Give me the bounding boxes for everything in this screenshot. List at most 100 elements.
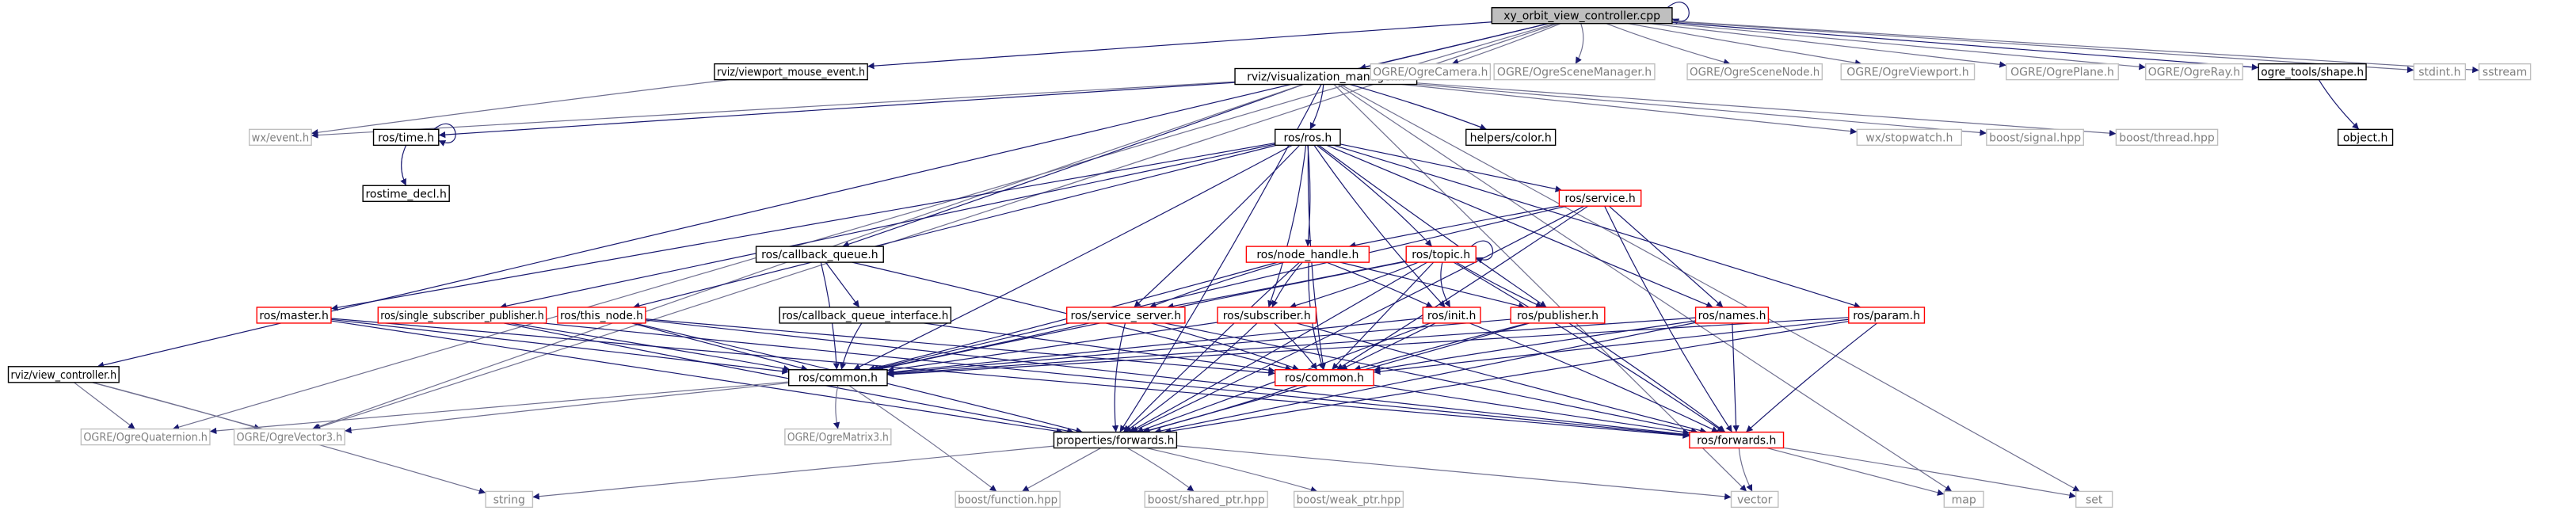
edge-param-to-common1 [886,317,1849,378]
node-label: ros/master.h [259,310,328,322]
edge-master-to-common1 [330,318,789,375]
node-label: OGRE/OgreViewport.h [1846,67,1968,79]
edge-rosros-to-publisher [1318,144,1547,308]
node-names[interactable]: ros/names.h [1694,307,1770,324]
node-oplane: OGRE/OgrePlane.h [2006,63,2119,81]
node-label: OGRE/OgreSceneManager.h [1497,67,1652,79]
node-box [787,369,888,387]
edge-rosros-to-nodehandle [1305,145,1312,247]
edge-vizman-to-bthread [1416,82,2117,137]
node-subscriber[interactable]: ros/subscriber.h [1217,307,1317,324]
node-shape[interactable]: ogre_tools/shape.h [2258,63,2367,81]
node-box [1493,63,1656,81]
edge-vizman-to-cbqueue [842,83,1304,248]
node-box [2413,63,2467,81]
node-rostimedecl[interactable]: rostime_decl.h [362,185,450,202]
node-oscnm: OGRE/OgreSceneManager.h [1493,63,1656,81]
node-label: boost/thread.hpp [2119,131,2215,144]
edge-cbqueue-to-cbqi [825,261,860,308]
node-thisnode[interactable]: ros/this_node.h [557,307,646,324]
node-vmouse[interactable]: rviz/viewport_mouse_event.h [714,63,868,81]
node-box [1491,6,1673,25]
node-object[interactable]: object.h [2337,128,2394,147]
edge-root-to-oray [1668,23,2146,70]
node-box [2337,128,2394,147]
node-box [2258,63,2367,81]
node-label: rviz/view_controller.h [11,369,117,382]
node-label: ros/service.h [1564,192,1636,205]
edge-root-to-sstream [1671,21,2479,74]
node-box [2006,63,2119,81]
edge-init-to-common1 [886,318,1423,375]
node-label: helpers/color.h [1470,131,1552,144]
node-label: OGRE/OgreSceneNode.h [1690,67,1820,79]
edge-common1-to-bfunc [848,385,997,492]
node-init[interactable]: ros/init.h [1422,307,1481,324]
edge-rosservice-to-common2 [1336,205,1589,371]
node-label: ros/ros.h [1284,131,1332,144]
edge-vizman-to-bsignal [1416,83,1987,136]
node-label: object.h [2343,131,2387,144]
node-box [1245,246,1370,263]
node-layer: xy_orbit_view_controller.cpp rviz/viewpor… [7,6,2532,509]
node-ovec3: OGRE/OgreVector3.h [233,428,345,446]
node-singlepub[interactable]: ros/single_subscriber_publisher.h [377,307,547,324]
edge-root-to-vmouse [867,21,1492,70]
edge-vizman-to-wxevent [311,81,1236,139]
node-label: ros/time.h [378,131,434,144]
node-box [1510,307,1606,324]
node-master[interactable]: ros/master.h [256,307,332,324]
edge-rosfwd-to-vector [1738,448,1753,492]
node-oquat: OGRE/OgreQuaternion.h [80,428,211,446]
node-box [1686,63,1823,81]
edge-singlepub-to-common1 [509,322,791,372]
edge-rosfwd-to-map [1766,447,1945,496]
edge-subscriber-to-common2 [1274,322,1318,371]
edge-names-to-rosfwd [1732,322,1740,432]
node-label: ros/subscriber.h [1223,310,1311,322]
node-rosfwd[interactable]: ros/forwards.h [1689,431,1785,449]
node-box [1465,128,1557,147]
edge-topic-to-srvserver [1166,261,1407,310]
node-box [2145,63,2243,81]
node-topic[interactable]: ros/topic.h [1405,246,1477,263]
node-srvserver[interactable]: ros/service_server.h [1066,307,1186,324]
node-cbqueue[interactable]: ros/callback_queue.h [755,246,884,263]
edge-root-to-ocam [1451,23,1561,65]
node-box [7,366,120,383]
node-cbqi[interactable]: ros/callback_queue_interface.h [779,307,952,324]
node-viewctl[interactable]: rviz/view_controller.h [7,366,120,383]
edge-rosros-to-rosservice [1339,143,1563,192]
node-box [1558,189,1642,207]
node-box [80,428,211,446]
edge-subscriber-to-common1 [886,322,1218,373]
edge-srvserver-to-propfwd [1111,322,1126,432]
node-box [955,490,1061,509]
node-rostime[interactable]: ros/time.h [372,128,440,147]
edge-master-to-rosfwd [330,318,1690,439]
edge-rosros-to-master [330,142,1275,311]
edge-vizman-to-helpcolor [1350,83,1488,131]
node-label: rviz/viewport_mouse_event.h [717,67,865,79]
node-propfwd[interactable]: properties/forwards.h [1053,431,1178,449]
node-root[interactable]: xy_orbit_view_controller.cpp [1491,6,1673,25]
edge-nodehandle-to-publisher [1339,261,1526,310]
node-label: boost/weak_ptr.hpp [1297,493,1401,506]
node-common2[interactable]: ros/common.h [1275,369,1374,387]
node-label: ros/single_subscriber_publisher.h [380,310,543,322]
edge-publisher-to-common2 [1354,322,1529,371]
node-rosros[interactable]: ros/ros.h [1275,128,1341,147]
node-rosservice[interactable]: ros/service.h [1558,189,1642,207]
node-nodehandle[interactable]: ros/node_handle.h [1245,246,1370,263]
node-common1[interactable]: ros/common.h [787,369,888,387]
node-param[interactable]: ros/param.h [1848,307,1926,324]
node-label: boost/shared_ptr.hpp [1148,493,1265,506]
edge-propfwd-to-bfunc [1021,448,1102,492]
node-helpcolor[interactable]: helpers/color.h [1465,128,1557,147]
node-publisher[interactable]: ros/publisher.h [1510,307,1606,324]
edge-master-to-propfwd [330,320,1064,435]
edge-root-to-ovp [1627,23,1862,67]
node-label: OGRE/OgreMatrix3.h [787,432,889,444]
node-box [755,246,884,263]
